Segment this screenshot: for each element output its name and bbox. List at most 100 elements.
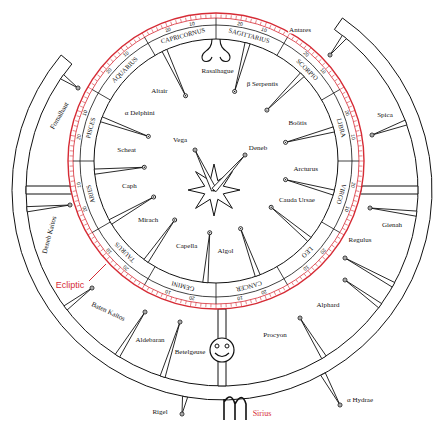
degree-tick <box>75 120 78 122</box>
degree-tick <box>142 285 145 289</box>
star-point <box>179 321 180 322</box>
degree-tick <box>138 282 140 285</box>
star-point <box>371 134 372 135</box>
star-pointer <box>182 396 188 414</box>
degree-tick <box>220 304 221 307</box>
rete-strut <box>218 361 226 386</box>
star-name: Caph <box>121 182 138 189</box>
degree-number: 20 <box>301 50 310 59</box>
degree-tick <box>288 285 291 289</box>
zodiac-sign: LIBRA <box>335 116 347 138</box>
star-name: Vega <box>172 137 188 144</box>
degree-tick <box>180 19 182 22</box>
zodiac-sign: SCORPIO <box>294 57 319 82</box>
star-name: Deneb Kaitos <box>41 215 58 256</box>
degree-tick <box>92 83 95 85</box>
degree-tick <box>200 15 201 18</box>
degree-tick <box>77 205 80 206</box>
degree-tick <box>329 71 332 73</box>
ecliptic-label: Ecliptic <box>55 281 86 290</box>
star-point <box>270 207 271 208</box>
degree-tick <box>195 16 196 19</box>
degree-tick <box>342 92 345 94</box>
star-position <box>233 89 237 93</box>
degree-tick <box>319 260 322 262</box>
degree-tick <box>87 92 90 94</box>
degree-tick <box>245 18 247 21</box>
degree-tick <box>225 304 226 307</box>
leader-line <box>89 264 106 281</box>
star-pointer <box>100 117 148 137</box>
degree-tick <box>77 110 82 112</box>
sign-boundary <box>145 37 156 55</box>
degree-tick <box>255 298 257 301</box>
star-position <box>370 133 374 137</box>
star-name: Betelgeuse <box>174 349 207 356</box>
star-name: Capella <box>175 243 198 250</box>
star-point <box>344 279 345 280</box>
degree-tick <box>97 245 100 247</box>
degree-tick <box>88 233 92 236</box>
star-pointer <box>212 155 245 192</box>
rete-strut <box>218 309 226 339</box>
degree-number: 10 <box>236 295 244 301</box>
degree-tick <box>77 210 82 212</box>
degree-tick <box>75 200 78 202</box>
ecliptic-outer <box>68 13 364 309</box>
sign-boundary <box>92 222 110 233</box>
star-pointer <box>267 73 304 110</box>
degree-tick <box>171 22 172 25</box>
star-position <box>284 140 288 144</box>
star-name: Boötis <box>287 119 307 126</box>
degree-tick <box>326 253 330 256</box>
degree-number: 10 <box>164 288 173 295</box>
degree-tick <box>358 140 361 141</box>
star-point <box>240 228 241 229</box>
degree-tick <box>118 52 120 55</box>
degree-tick <box>95 241 98 243</box>
degree-tick <box>345 224 348 226</box>
degree-number: 10 <box>188 20 196 26</box>
degree-tick <box>283 32 285 35</box>
star-name: β Serpentis <box>246 80 279 87</box>
degree-tick <box>101 249 104 251</box>
degree-tick <box>92 237 95 239</box>
star-point <box>285 142 286 143</box>
degree-tick <box>107 63 110 65</box>
degree-number: 20 <box>81 204 88 213</box>
zodiac-sign: PISCES <box>85 116 97 140</box>
star-point <box>91 287 92 288</box>
star-name: Regulus <box>348 237 373 244</box>
degree-tick <box>308 48 311 52</box>
star-name: Gienah <box>381 222 403 229</box>
star-name: Sirius <box>252 410 273 418</box>
degree-tick <box>353 200 356 202</box>
degree-tick <box>111 260 114 262</box>
degree-tick <box>152 290 154 293</box>
star-point <box>369 207 370 208</box>
degree-tick <box>304 46 306 49</box>
degree-tick <box>300 42 302 45</box>
star-position <box>269 205 273 209</box>
degree-tick <box>70 185 75 187</box>
sign-boundary <box>277 37 288 55</box>
degree-tick <box>345 97 348 99</box>
degree-tick <box>359 165 362 166</box>
degree-tick <box>335 241 338 243</box>
degree-tick <box>200 303 201 306</box>
degree-tick <box>300 277 302 280</box>
degree-tick <box>349 215 352 216</box>
degree-tick <box>70 150 73 151</box>
degree-tick <box>134 40 136 43</box>
degree-ticks <box>68 13 364 309</box>
degree-tick <box>156 292 157 295</box>
degree-tick <box>358 145 361 146</box>
degree-tick <box>161 294 162 297</box>
star-position <box>76 86 80 90</box>
face-eye <box>215 344 219 348</box>
degree-tick <box>350 110 355 112</box>
degree-tick <box>270 294 271 297</box>
degree-tick <box>359 155 362 156</box>
degree-tick <box>195 303 196 306</box>
star-name: Altair <box>150 88 168 95</box>
